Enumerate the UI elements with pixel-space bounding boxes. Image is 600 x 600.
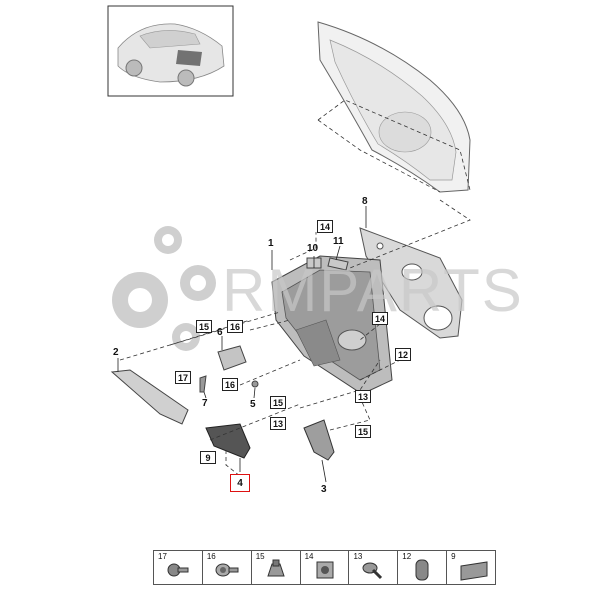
gear-watermark-icon <box>112 226 216 351</box>
leader-lines <box>117 206 367 483</box>
callout-box-14b: 14 <box>372 312 389 325</box>
callout-2: 2 <box>113 347 119 358</box>
door-shell <box>317 21 471 193</box>
screw-part-7 <box>199 375 207 393</box>
rivet-icon <box>362 562 383 580</box>
callout-10: 10 <box>307 243 319 254</box>
legend-item-13[interactable]: 13 <box>349 551 399 584</box>
legend-number: 14 <box>304 552 314 561</box>
callout-1: 1 <box>268 238 274 249</box>
callout-box-15b: 15 <box>270 396 287 409</box>
legend-number: 9 <box>451 552 456 561</box>
callout-box-17: 17 <box>175 371 192 384</box>
clip-part-5 <box>251 380 259 388</box>
callout-box-13a: 13 <box>355 390 372 403</box>
clip-icon <box>267 559 285 577</box>
trim-strip-part-2 <box>110 369 189 425</box>
callout-3: 3 <box>321 484 327 495</box>
pad-icon <box>460 561 488 581</box>
legend-number: 13 <box>353 552 363 561</box>
legend-item-17[interactable]: 17 <box>154 551 203 584</box>
legend-item-9[interactable]: 9 <box>447 551 495 584</box>
assembly-lines <box>119 99 471 477</box>
seal-plate-part-8 <box>359 227 463 339</box>
pull-handle-part-4 <box>205 423 251 459</box>
callout-box-16a: 16 <box>227 320 244 333</box>
door-trim-panel-part-1 <box>271 255 393 395</box>
legend-item-15[interactable]: 15 <box>252 551 301 584</box>
rmparts-watermark: RMPARTS <box>222 257 524 324</box>
part-11 <box>327 257 349 271</box>
cap-icon <box>415 559 429 581</box>
callout-box-13b: 13 <box>270 417 287 430</box>
callout-6: 6 <box>217 327 223 338</box>
callout-11: 11 <box>333 236 344 247</box>
callout-7: 7 <box>202 398 208 409</box>
callout-box-12: 12 <box>395 348 412 361</box>
legend-item-12[interactable]: 12 <box>398 551 448 584</box>
legend-number: 12 <box>402 552 412 561</box>
bracket-part-6 <box>217 345 247 371</box>
legend-item-16[interactable]: 16 <box>203 551 252 584</box>
callout-box-9: 9 <box>200 451 216 464</box>
legend-item-14[interactable]: 14 <box>301 551 350 584</box>
legend-number: 17 <box>158 552 167 561</box>
fastener-legend: 17 16 15 14 13 12 <box>153 550 496 585</box>
washer-screw-icon <box>215 563 239 577</box>
callout-5: 5 <box>250 399 256 410</box>
callout-box-14a: 14 <box>317 220 334 233</box>
legend-number: 15 <box>255 552 265 561</box>
armrest-cover-part-3 <box>303 419 335 461</box>
callout-box-15a: 15 <box>196 320 213 333</box>
callout-box-16b: 16 <box>222 378 239 391</box>
screw-icon <box>167 563 189 577</box>
callout-8: 8 <box>362 196 368 207</box>
callout-box-15c: 15 <box>355 425 372 438</box>
callout-4-selected[interactable]: 4 <box>230 474 250 492</box>
legend-number: 16 <box>206 552 216 561</box>
car-thumbnail <box>107 5 234 97</box>
nut-clip-icon <box>316 561 334 579</box>
